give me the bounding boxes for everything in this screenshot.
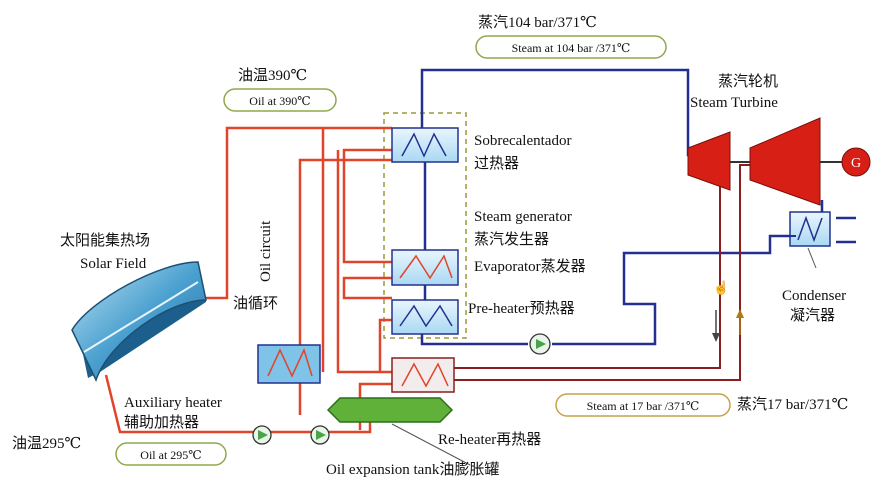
pill-oil-cold: Oil at 295℃ bbox=[115, 442, 227, 466]
pump-oil-left bbox=[252, 425, 272, 445]
steam-reheat-cn: 蒸汽17 bar/371℃ bbox=[737, 396, 848, 413]
solar-field-en: Solar Field bbox=[80, 256, 147, 272]
oil-hot-en: Oil at 390℃ bbox=[249, 94, 310, 108]
reheat-steam-lines bbox=[446, 164, 754, 381]
superheater bbox=[391, 127, 459, 163]
pill-oil-hot: Oil at 390℃ bbox=[223, 88, 337, 112]
solar-collector bbox=[71, 261, 207, 382]
pill-steam-main: Steam at 104 bar /371℃ bbox=[475, 35, 667, 59]
generator-label: G bbox=[851, 156, 861, 171]
expansion-tank-label: Oil expansion tank油膨胀罐 bbox=[326, 461, 499, 478]
steam-generator-cn: 蒸汽发生器 bbox=[474, 231, 549, 248]
steam-reheat-en: Steam at 17 bar /371℃ bbox=[587, 399, 700, 413]
oil-cold-en: Oil at 295℃ bbox=[140, 448, 201, 462]
generator: G bbox=[841, 147, 871, 177]
solar-field-cn: 太阳能集热场 bbox=[60, 232, 150, 249]
condenser-cn: 凝汽器 bbox=[790, 307, 835, 324]
superheater-cn: 过热器 bbox=[474, 155, 519, 172]
turbine-en: Steam Turbine bbox=[690, 95, 778, 111]
pill-steam-reheat: Steam at 17 bar /371℃ bbox=[555, 393, 731, 417]
oil-cold-cn: 油温295℃ bbox=[12, 435, 81, 452]
oil-hot-cn: 油温390℃ bbox=[238, 67, 307, 84]
pump-oil-right bbox=[310, 425, 330, 445]
superheater-es: Sobrecalentador bbox=[474, 133, 571, 149]
oil-circuit-en: Oil circuit bbox=[258, 220, 274, 282]
oil-lines bbox=[104, 126, 412, 434]
steam-generator-boundary bbox=[383, 112, 467, 339]
preheater bbox=[391, 299, 459, 335]
turbine-cn: 蒸汽轮机 bbox=[718, 73, 778, 90]
reheater bbox=[391, 357, 455, 393]
steam-turbine bbox=[687, 117, 842, 206]
preheater-label: Pre-heater预热器 bbox=[468, 300, 575, 317]
flow-arrows bbox=[712, 309, 744, 342]
oil-expansion-tank bbox=[326, 397, 454, 423]
evaporator-label: Evaporator蒸发器 bbox=[474, 258, 586, 275]
steam-generator-en: Steam generator bbox=[474, 209, 572, 225]
hand-cursor-icon: ☝ bbox=[713, 279, 729, 296]
steam-main-cn: 蒸汽104 bar/371℃ bbox=[478, 14, 597, 31]
aux-heater-en: Auxiliary heater bbox=[124, 395, 222, 411]
steam-main-en: Steam at 104 bar /371℃ bbox=[512, 41, 631, 55]
reheater-label: Re-heater再热器 bbox=[438, 431, 541, 448]
pump-feedwater bbox=[529, 333, 551, 355]
tank-leader-line bbox=[391, 423, 471, 466]
evaporator bbox=[391, 249, 459, 286]
condenser bbox=[772, 211, 831, 269]
condenser-en: Condenser bbox=[782, 288, 846, 304]
aux-heater-cn: 辅助加热器 bbox=[124, 414, 199, 431]
oil-circuit-cn: 油循环 bbox=[233, 295, 278, 312]
auxiliary-heater bbox=[257, 344, 321, 384]
